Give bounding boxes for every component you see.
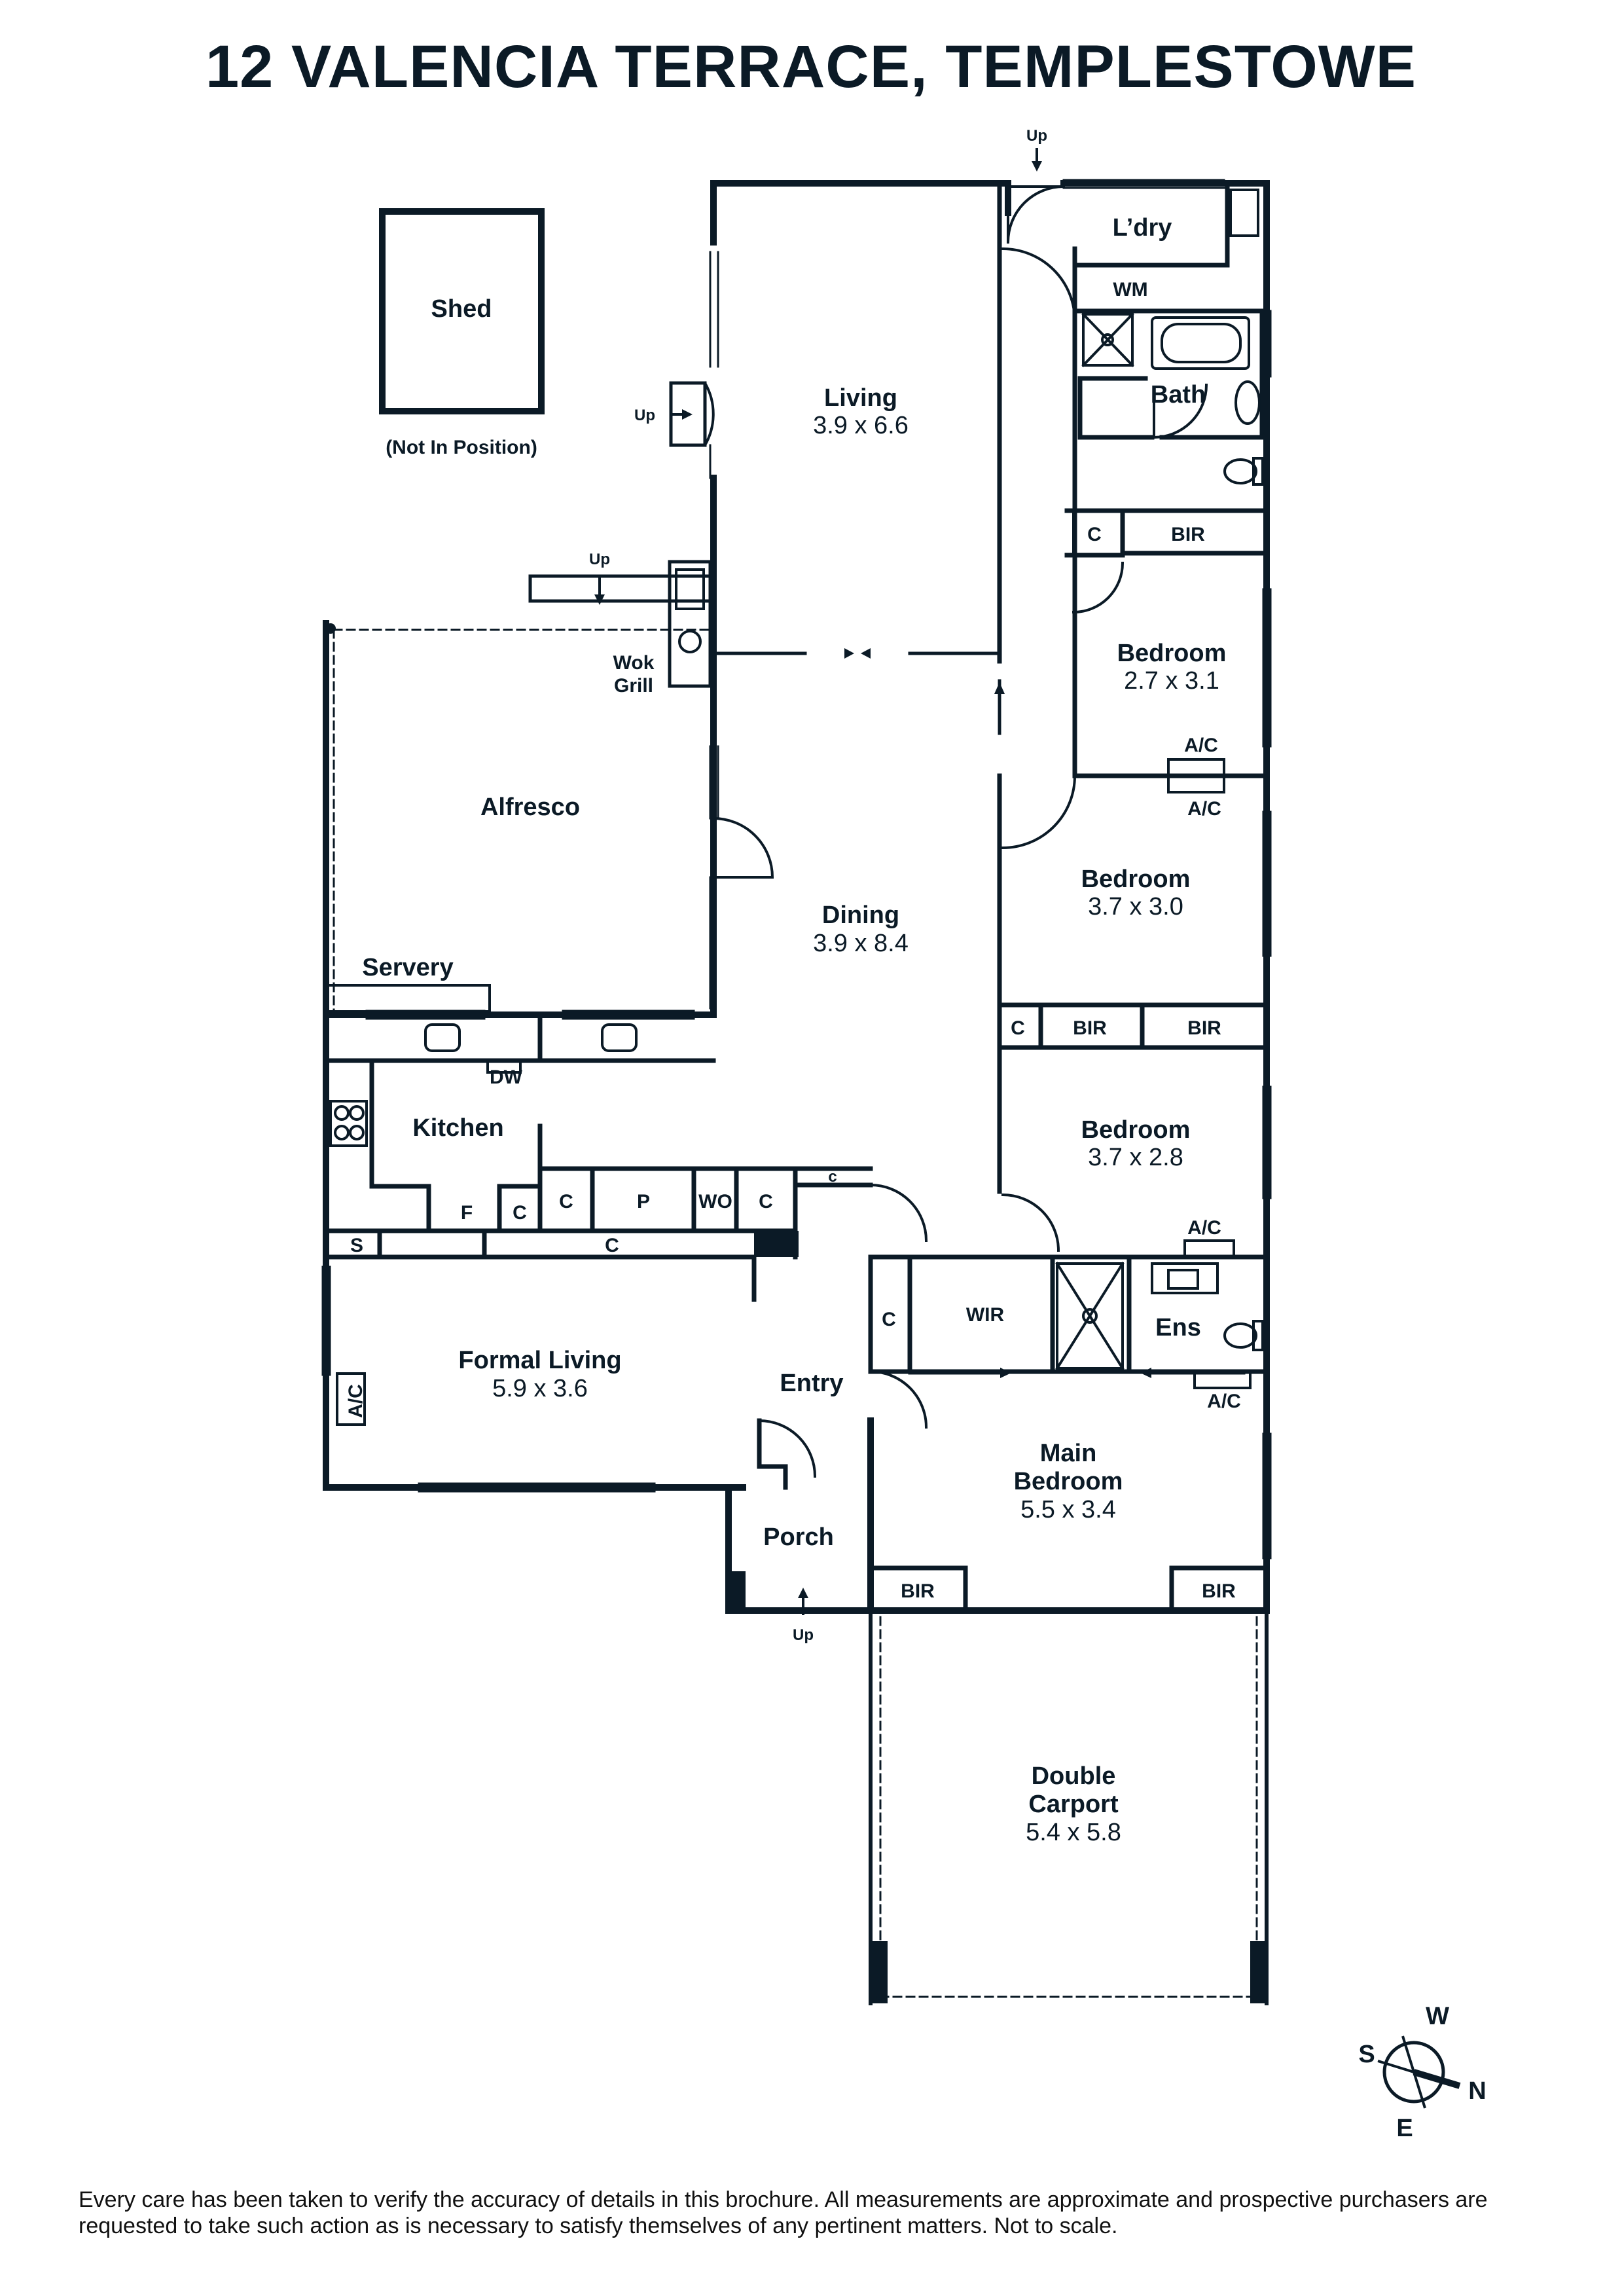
compass-north: N: [1468, 2077, 1486, 2105]
step-platforms: [528, 381, 715, 688]
shed-label: Shed: [431, 295, 492, 323]
arrow-heads: [594, 161, 1151, 1598]
fridge-label: F: [461, 1202, 473, 1224]
up-label-alfresco: Up: [589, 551, 610, 568]
bir-bed3: BIR: [1187, 1017, 1221, 1039]
carport-edges: [869, 1609, 1269, 2005]
shed-outline: [379, 208, 545, 414]
entry-label: Entry: [780, 1370, 843, 1397]
up-label-porch: Up: [793, 1626, 814, 1644]
bedroom-2-dims: 3.7 x 3.0: [1088, 893, 1183, 920]
cupboard-kitchen-1: C: [513, 1202, 527, 1224]
up-label-laundry: Up: [1026, 127, 1047, 145]
pantry-label: P: [637, 1191, 650, 1212]
interior-walls: [323, 181, 1269, 1613]
sliding-arrows: [712, 651, 1246, 1375]
wok-grill-line1: Wok: [613, 652, 655, 674]
main-bedroom-dims: 5.5 x 3.4: [1020, 1496, 1116, 1523]
formal-living-label: Formal Living: [458, 1347, 621, 1374]
shed-note: (Not In Position): [386, 437, 537, 458]
compass-axis-s: [1377, 2060, 1415, 2073]
up-arrow-lines: [598, 148, 1038, 1615]
compass-south: S: [1358, 2041, 1375, 2068]
servery-label: Servery: [362, 954, 453, 981]
up-label-living: Up: [634, 407, 655, 424]
ac-bed2: A/C: [1187, 798, 1221, 820]
bir-main-left: BIR: [901, 1580, 935, 1602]
bir-bed1: BIR: [1171, 524, 1205, 545]
sink-label: S: [350, 1235, 363, 1256]
ensuite-label: Ens: [1155, 1314, 1201, 1341]
dining-label: Dining: [822, 902, 899, 929]
bir-main-right: BIR: [1202, 1580, 1236, 1602]
carport-line2: Carport: [1028, 1791, 1119, 1818]
cupboard-kitchen-small: c: [828, 1168, 837, 1186]
ac-bed1: A/C: [1184, 735, 1218, 756]
kitchen-label: Kitchen: [412, 1114, 503, 1142]
wok-grill-line2: Grill: [614, 675, 653, 697]
ac-main: A/C: [1207, 1391, 1241, 1412]
compass-ring: [1382, 2041, 1445, 2104]
bir-bed2: BIR: [1073, 1017, 1107, 1039]
cupboard-kitchen-3: C: [759, 1191, 773, 1212]
window-lines: [321, 179, 1272, 1559]
carport-line1: Double: [1032, 1762, 1116, 1790]
bath-label: Bath: [1151, 381, 1206, 409]
cupboard-bench: C: [605, 1235, 619, 1256]
fixture-labels: Up Up Up Up C BIR A/C A/C C BIR BIR A/C …: [345, 127, 1241, 1644]
wall-oven-label: WO: [698, 1191, 732, 1212]
ac-bed3: A/C: [1187, 1217, 1221, 1239]
ac-formal-living: A/C: [345, 1384, 367, 1418]
cupboard-kitchen-2: C: [559, 1191, 573, 1212]
room-labels: Shed (Not In Position) Living 3.9 x 6.6 …: [362, 214, 1226, 1846]
porch-label: Porch: [763, 1523, 834, 1551]
washing-machine-label: WM: [1113, 279, 1147, 301]
alfresco-label: Alfresco: [480, 793, 580, 821]
bedroom-3-label: Bedroom: [1081, 1116, 1191, 1144]
posts: [325, 623, 1267, 2003]
cupboard-bed1: C: [1087, 524, 1102, 545]
dashed-outlines: [333, 629, 1258, 1998]
formal-living-dims: 5.9 x 3.6: [492, 1375, 588, 1402]
bedroom-1-dims: 2.7 x 3.1: [1124, 667, 1219, 695]
compass: W S N E: [1358, 2003, 1486, 2142]
main-bedroom-line1: Main: [1040, 1440, 1097, 1467]
compass-needle-north: [1413, 2069, 1461, 2089]
carport-dims: 5.4 x 5.8: [1026, 1819, 1121, 1846]
dishwasher-label: DW: [490, 1066, 523, 1088]
main-bedroom-line2: Bedroom: [1014, 1468, 1123, 1495]
dining-dims: 3.9 x 8.4: [813, 930, 909, 957]
wir-label: WIR: [966, 1304, 1005, 1326]
bedroom-2-label: Bedroom: [1081, 866, 1191, 893]
disclaimer-text: Every care has been taken to verify the …: [79, 2187, 1488, 2238]
cupboard-bed2: C: [1011, 1017, 1025, 1039]
laundry-label: L’dry: [1113, 214, 1172, 242]
compass-east: E: [1396, 2115, 1413, 2142]
bedroom-3-dims: 3.7 x 2.8: [1088, 1144, 1183, 1171]
compass-west: W: [1426, 2003, 1449, 2030]
living-label: Living: [824, 384, 897, 412]
living-dims: 3.9 x 6.6: [813, 412, 909, 439]
cupboard-wir: C: [882, 1309, 896, 1330]
door-swings: [712, 185, 1208, 1478]
bedroom-1-label: Bedroom: [1117, 640, 1227, 667]
page-title: 12 VALENCIA TERRACE, TEMPLESTOWE: [205, 33, 1417, 100]
